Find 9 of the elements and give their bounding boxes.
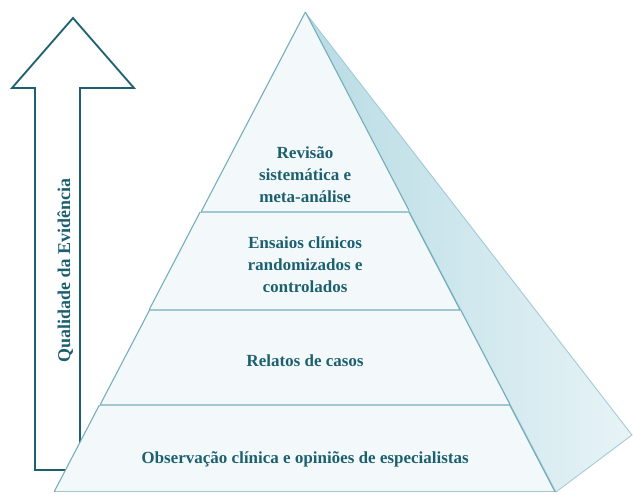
- pyramid-tier: [54, 405, 556, 492]
- tier-label: Ensaios clínicos randomizados e controlados: [246, 232, 364, 298]
- pyramid-tier: [100, 310, 510, 405]
- tier-label: Observação clínica e opiniões de especialistas: [140, 447, 470, 469]
- pyramid-tier: [149, 212, 461, 310]
- pyramid-tier: [200, 12, 410, 212]
- axis-label: Qualidade da Evidência: [53, 176, 75, 364]
- tier-label: Relatos de casos: [245, 350, 365, 372]
- tier-label: Revisão sistemática e meta-análise: [258, 142, 352, 208]
